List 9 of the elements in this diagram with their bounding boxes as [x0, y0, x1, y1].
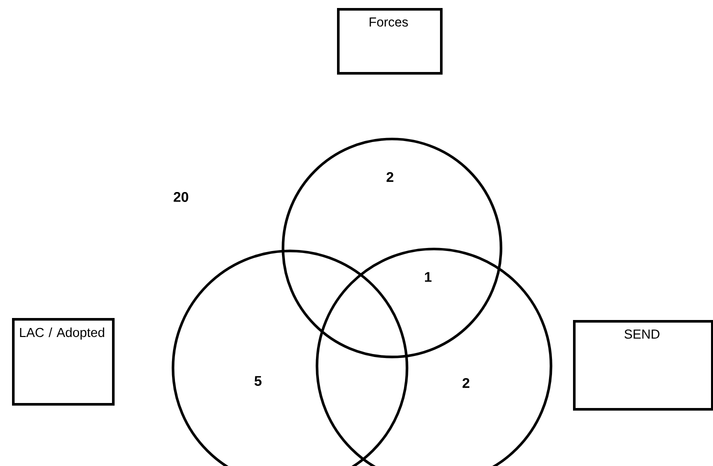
label-box: Forces	[337, 8, 443, 75]
region-count: 2	[386, 172, 394, 182]
region-count: 5	[254, 376, 262, 386]
label-box: SEND	[573, 320, 713, 411]
region-count: 20	[174, 192, 188, 202]
venn-circle	[282, 138, 502, 358]
region-count: 2	[462, 378, 470, 388]
region-count: 1	[424, 272, 432, 282]
label-box: LAC / Adopted	[12, 318, 115, 406]
